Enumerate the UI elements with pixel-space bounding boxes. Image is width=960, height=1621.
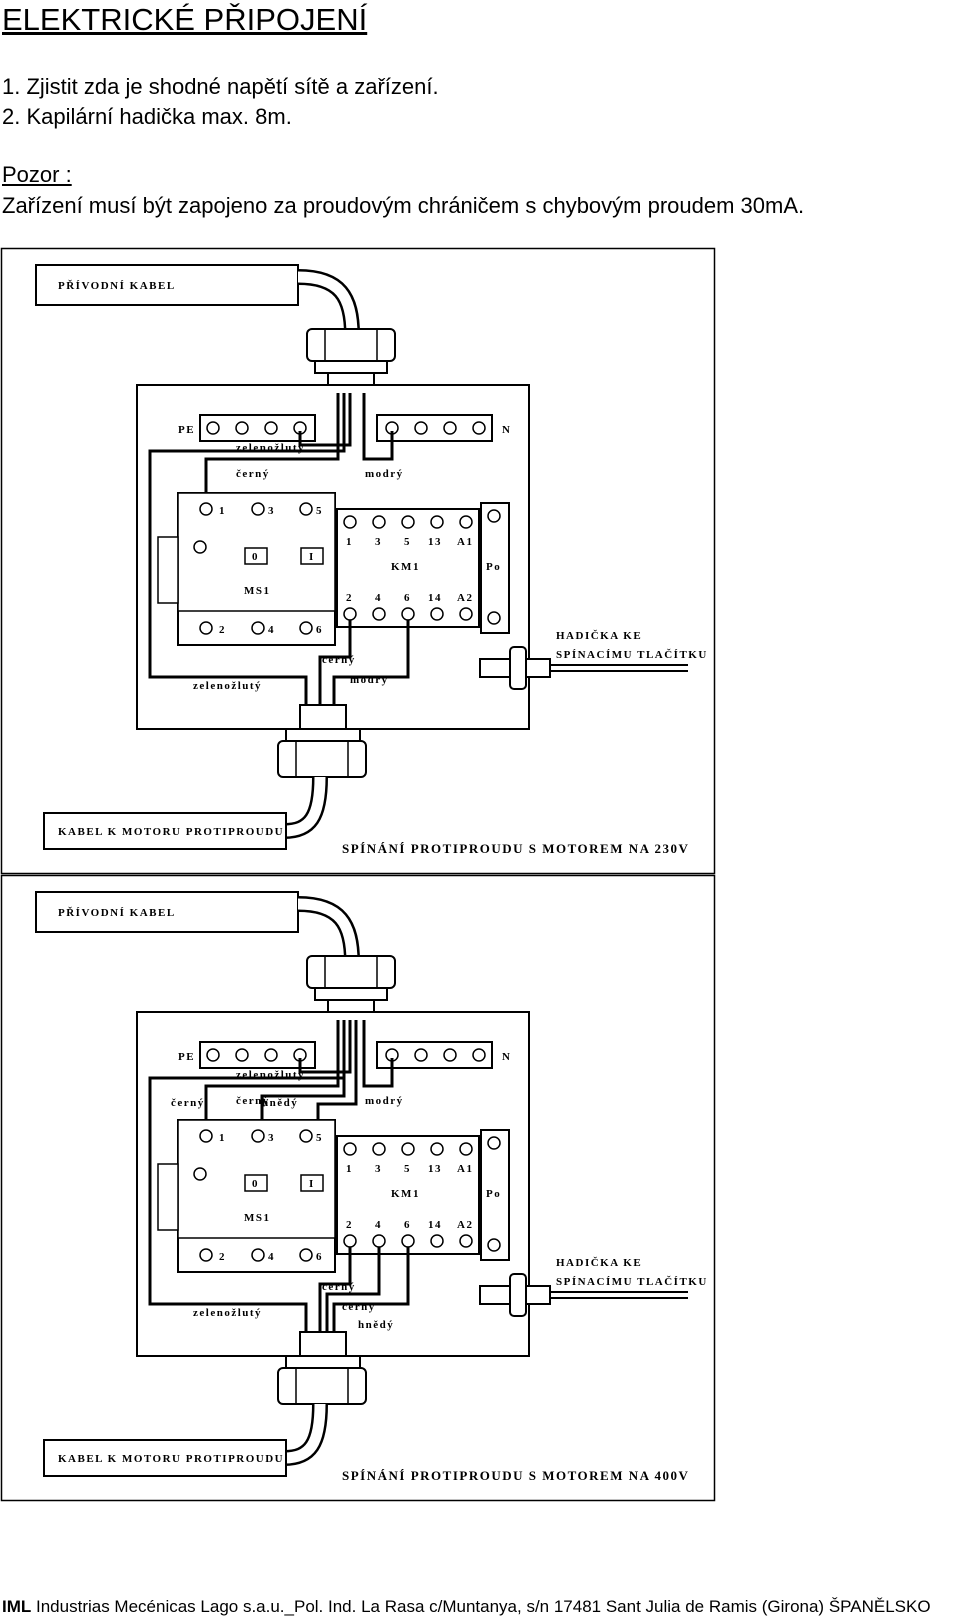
cable-gland-bottom xyxy=(277,704,367,778)
terminal-number: 5 xyxy=(404,536,411,548)
terminal-number: 4 xyxy=(375,1219,382,1231)
supply-wires xyxy=(148,393,394,679)
terminal-number: 14 xyxy=(428,1219,442,1231)
hose-label-1: HADIČKA KE xyxy=(556,629,642,642)
terminal-number: 3 xyxy=(268,1132,275,1144)
wire-label-green-yellow-top: zelenožlutý xyxy=(236,442,305,454)
terminal-number: 2 xyxy=(346,1219,353,1231)
supply-wires xyxy=(148,1020,394,1306)
off-button-label: 0 xyxy=(252,551,259,563)
n-label: N xyxy=(502,1051,511,1063)
terminal-number: A2 xyxy=(457,1219,473,1231)
wire-label-green-yellow-bottom: zelenožlutý xyxy=(193,1307,262,1319)
off-button-label: 0 xyxy=(252,1178,259,1190)
ms1-switch xyxy=(157,492,336,646)
instruction-1: 1. Zjistit zda je shodné napětí sítě a z… xyxy=(2,74,439,99)
terminal-number: 13 xyxy=(428,536,442,548)
wiring-diagram: PŘÍVODNÍ KABEL PE N zelenožlutý černý če… xyxy=(0,874,716,1502)
ms1-label: MS1 xyxy=(244,1212,271,1224)
pressure-hose xyxy=(479,646,688,690)
supply-cable-box xyxy=(35,891,299,933)
ms1-switch xyxy=(157,1119,336,1273)
terminal-number: 4 xyxy=(268,624,275,636)
km1-contactor xyxy=(336,502,510,634)
on-button-label: I xyxy=(309,551,315,563)
ms1-label: MS1 xyxy=(244,585,271,597)
terminal-number: 4 xyxy=(268,1251,275,1263)
po-label: Po xyxy=(486,561,501,573)
terminal-number: 6 xyxy=(316,624,323,636)
terminal-number: A1 xyxy=(457,536,473,548)
motor-cable-label: KABEL K MOTORU PROTIPROUDU xyxy=(58,1453,284,1465)
diagram-400v: PŘÍVODNÍ KABEL PE N zelenožlutý černý če… xyxy=(0,874,960,1507)
wiring-diagram: PŘÍVODNÍ KABEL PE N zelenožlutý černý mo… xyxy=(0,247,716,875)
pe-label: PE xyxy=(178,424,195,436)
diagram-caption: SPÍNÁNÍ PROTIPROUDU S MOTOREM NA 230V xyxy=(342,841,689,856)
terminal-number: 2 xyxy=(219,1251,226,1263)
motor-wires xyxy=(300,1247,410,1334)
wire-label-black-top: černý xyxy=(236,1095,270,1107)
supply-cable-label: PŘÍVODNÍ KABEL xyxy=(58,280,176,292)
terminal-number: 2 xyxy=(219,624,226,636)
wire-label-brown-bottom: hnědý xyxy=(358,1319,394,1331)
terminal-number: A1 xyxy=(457,1163,473,1175)
terminal-number: 1 xyxy=(219,505,226,517)
motor-cable-box xyxy=(43,1439,287,1477)
terminal-number: 3 xyxy=(375,536,382,548)
motor-cable-label: KABEL K MOTORU PROTIPROUDU xyxy=(58,826,284,838)
wire-label-black-top: černý xyxy=(236,468,270,480)
page-title: ELEKTRICKÉ PŘIPOJENÍ xyxy=(2,2,368,37)
terminal-number: 5 xyxy=(316,505,323,517)
wire-label-black-bottom: černý xyxy=(322,654,356,666)
wire-label-blue-bottom: modrý xyxy=(350,674,389,686)
warning-label: Pozor : xyxy=(2,162,72,187)
terminal-number: 1 xyxy=(219,1132,226,1144)
terminal-number: 13 xyxy=(428,1163,442,1175)
wire-label-black-top-2: černý xyxy=(171,1097,205,1109)
terminal-number: 1 xyxy=(346,536,353,548)
terminal-number: 2 xyxy=(346,592,353,604)
motor-wires xyxy=(300,620,410,707)
cable-gland-bottom xyxy=(277,1331,367,1405)
terminal-number: 3 xyxy=(268,505,275,517)
wire-label-blue-top: modrý xyxy=(365,1095,404,1107)
wire-label-black-bottom-2: černý xyxy=(342,1301,376,1313)
motor-cable-box xyxy=(43,812,287,850)
po-label: Po xyxy=(486,1188,501,1200)
km1-contactor xyxy=(336,1129,510,1261)
hose-label-1: HADIČKA KE xyxy=(556,1256,642,1269)
terminal-number: A2 xyxy=(457,592,473,604)
terminal-number: 5 xyxy=(404,1163,411,1175)
supply-cable-label: PŘÍVODNÍ KABEL xyxy=(58,907,176,919)
cable-gland-top xyxy=(306,328,396,394)
wire-label-green-yellow-bottom: zelenožlutý xyxy=(193,680,262,692)
pe-label: PE xyxy=(178,1051,195,1063)
wire-label-black-bottom: černý xyxy=(322,1281,356,1293)
km1-label: KM1 xyxy=(391,1188,420,1200)
hose-label-2: SPÍNACÍMU TLAČÍTKU xyxy=(556,648,708,661)
on-button-label: I xyxy=(309,1178,315,1190)
wire-label-green-yellow-top: zelenožlutý xyxy=(236,1069,305,1081)
terminal-number: 6 xyxy=(404,592,411,604)
terminal-number: 3 xyxy=(375,1163,382,1175)
diagram-230v: PŘÍVODNÍ KABEL PE N zelenožlutý černý mo… xyxy=(0,247,960,880)
diagram-caption: SPÍNÁNÍ PROTIPROUDU S MOTOREM NA 400V xyxy=(342,1468,689,1483)
terminal-number: 6 xyxy=(316,1251,323,1263)
n-label: N xyxy=(502,424,511,436)
instruction-2: 2. Kapilární hadička max. 8m. xyxy=(2,104,292,129)
pressure-hose xyxy=(479,1273,688,1317)
wire-label-brown-top: hnědý xyxy=(262,1097,298,1109)
footer: IML Industrias Mecénicas Lago s.a.u._Pol… xyxy=(2,1597,931,1616)
km1-label: KM1 xyxy=(391,561,420,573)
terminal-number: 5 xyxy=(316,1132,323,1144)
terminal-number: 1 xyxy=(346,1163,353,1175)
supply-cable-box xyxy=(35,264,299,306)
terminal-number: 4 xyxy=(375,592,382,604)
wire-label-blue-top: modrý xyxy=(365,468,404,480)
warning-text: Zařízení musí být zapojeno za proudovým … xyxy=(2,193,805,218)
terminal-number: 14 xyxy=(428,592,442,604)
terminal-number: 6 xyxy=(404,1219,411,1231)
hose-label-2: SPÍNACÍMU TLAČÍTKU xyxy=(556,1275,708,1288)
